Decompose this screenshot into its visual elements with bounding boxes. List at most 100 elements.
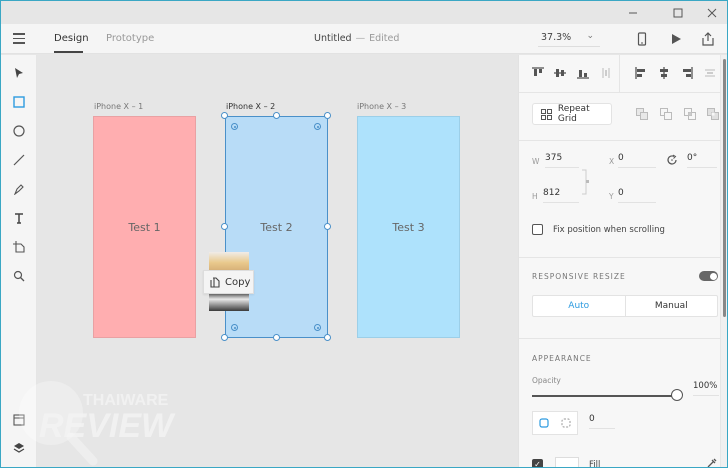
align-left-icon bbox=[635, 67, 645, 79]
tool-ellipse[interactable] bbox=[11, 123, 27, 139]
boolean-exclude-button[interactable] bbox=[707, 108, 719, 120]
boolean-intersect-button[interactable] bbox=[684, 108, 696, 120]
fix-position-checkbox[interactable] bbox=[532, 224, 543, 235]
tab-prototype[interactable]: Prototype bbox=[106, 33, 155, 44]
opacity-slider-knob[interactable] bbox=[671, 389, 683, 401]
width-label: W bbox=[532, 157, 540, 166]
magnifier-icon bbox=[13, 270, 25, 282]
resize-handle-r[interactable] bbox=[324, 223, 331, 230]
close-icon bbox=[707, 8, 717, 17]
doc-separator: — bbox=[355, 33, 366, 44]
uniform-radius-button[interactable] bbox=[533, 412, 555, 434]
align-top-button[interactable] bbox=[531, 66, 545, 80]
align-right-button[interactable] bbox=[680, 66, 694, 80]
repeat-grid-icon bbox=[541, 108, 552, 120]
opacity-input[interactable]: 100% bbox=[693, 381, 719, 396]
fill-checkbox[interactable]: ✓ bbox=[532, 459, 543, 467]
width-input[interactable]: 375 bbox=[545, 153, 579, 168]
pointer-icon bbox=[15, 68, 23, 78]
zoom-level-value: 37.3% bbox=[541, 32, 572, 43]
tool-layers[interactable] bbox=[11, 440, 27, 456]
design-canvas[interactable]: iPhone X – 1 Test 1 iPhone X – 2 Test 2 … bbox=[38, 55, 518, 467]
artboard-1[interactable]: Test 1 bbox=[93, 116, 196, 338]
play-icon bbox=[672, 34, 681, 44]
app-header: Design Prototype Untitled—Edited 37.3% ⌄ bbox=[1, 24, 727, 54]
resize-manual-button[interactable]: Manual bbox=[654, 301, 688, 311]
artboard-label-1[interactable]: iPhone X – 1 bbox=[94, 102, 144, 111]
device-preview-button[interactable] bbox=[635, 32, 649, 46]
tool-zoom[interactable] bbox=[11, 268, 27, 284]
opacity-slider-track[interactable] bbox=[532, 395, 672, 397]
per-corner-radius-button[interactable] bbox=[555, 412, 577, 434]
resize-handle-br[interactable] bbox=[324, 334, 331, 341]
panel-scrollbar-thumb[interactable] bbox=[723, 59, 726, 317]
resize-handle-b[interactable] bbox=[273, 334, 280, 341]
corner-radius-toggle bbox=[532, 411, 578, 435]
property-inspector: Repeat Grid W 375 H 812 X 0 Y 0 0° Fix p… bbox=[518, 55, 721, 468]
boolean-subtract-icon bbox=[660, 108, 672, 120]
resize-auto-button[interactable]: Auto bbox=[533, 296, 626, 316]
height-input[interactable]: 812 bbox=[543, 188, 579, 203]
tool-artboard[interactable] bbox=[11, 239, 27, 255]
repeat-grid-label: Repeat Grid bbox=[557, 104, 590, 124]
pin-indicator-bl bbox=[231, 324, 238, 331]
y-input[interactable]: 0 bbox=[618, 188, 656, 203]
tool-line[interactable] bbox=[11, 152, 27, 168]
eyedropper-icon[interactable] bbox=[706, 457, 718, 468]
play-preview-button[interactable] bbox=[669, 32, 683, 46]
distribute-vertical-button[interactable] bbox=[703, 66, 717, 80]
boolean-add-button[interactable] bbox=[636, 108, 648, 120]
tab-design[interactable]: Design bbox=[54, 33, 89, 44]
resize-handle-bl[interactable] bbox=[221, 334, 228, 341]
align-bottom-button[interactable] bbox=[576, 66, 590, 80]
minimize-button[interactable] bbox=[618, 4, 648, 21]
artboard-label-3[interactable]: iPhone X – 3 bbox=[357, 102, 407, 111]
menu-icon[interactable] bbox=[13, 33, 25, 44]
artboard-3[interactable]: Test 3 bbox=[357, 116, 460, 338]
pin-indicator-tr bbox=[314, 123, 321, 130]
lock-aspect-icon[interactable] bbox=[581, 169, 591, 195]
resize-handle-tr[interactable] bbox=[324, 112, 331, 119]
rectangle-icon bbox=[13, 96, 25, 108]
share-button[interactable] bbox=[701, 32, 715, 46]
maximize-icon bbox=[673, 8, 683, 17]
distribute-horizontal-icon bbox=[602, 68, 610, 78]
tool-pen[interactable] bbox=[11, 181, 27, 197]
boolean-intersect-icon bbox=[684, 108, 696, 120]
align-left-button[interactable] bbox=[634, 66, 648, 80]
corner-radius-input[interactable]: 0 bbox=[589, 414, 615, 429]
tool-assets[interactable] bbox=[11, 412, 27, 428]
boolean-add-icon bbox=[636, 108, 648, 120]
pen-icon bbox=[14, 184, 24, 195]
x-value: 0 bbox=[618, 153, 624, 163]
tool-rectangle[interactable] bbox=[11, 94, 27, 110]
responsive-resize-toggle[interactable] bbox=[699, 271, 718, 281]
repeat-grid-button[interactable]: Repeat Grid bbox=[532, 103, 612, 125]
zoom-level-dropdown[interactable]: 37.3% ⌄ bbox=[538, 30, 600, 47]
resize-handle-t[interactable] bbox=[273, 112, 280, 119]
rotation-input[interactable]: 0° bbox=[687, 153, 717, 168]
artboard-label-2[interactable]: iPhone X – 2 bbox=[226, 102, 276, 111]
section-divider bbox=[519, 140, 721, 141]
x-input[interactable]: 0 bbox=[618, 153, 656, 168]
artboard-icon bbox=[13, 241, 25, 253]
width-value: 375 bbox=[545, 153, 563, 163]
tools-sidebar bbox=[1, 55, 37, 467]
rotation-value: 0° bbox=[687, 153, 698, 163]
minimize-icon bbox=[629, 12, 637, 13]
align-middle-button[interactable] bbox=[553, 66, 567, 80]
fill-color-swatch[interactable] bbox=[555, 457, 579, 467]
resize-handle-l[interactable] bbox=[221, 223, 228, 230]
drag-copy-tooltip: Copy bbox=[203, 270, 254, 294]
resize-handle-tl[interactable] bbox=[221, 112, 228, 119]
close-button[interactable] bbox=[697, 4, 727, 21]
title-bar bbox=[1, 1, 727, 24]
distribute-horizontal-button[interactable] bbox=[599, 66, 613, 80]
section-divider bbox=[519, 338, 721, 339]
align-center-button[interactable] bbox=[657, 66, 671, 80]
tool-select[interactable] bbox=[11, 65, 27, 81]
maximize-button[interactable] bbox=[663, 4, 693, 21]
boolean-subtract-button[interactable] bbox=[660, 108, 672, 120]
doc-name: Untitled bbox=[314, 33, 352, 44]
tool-text[interactable] bbox=[11, 210, 27, 226]
